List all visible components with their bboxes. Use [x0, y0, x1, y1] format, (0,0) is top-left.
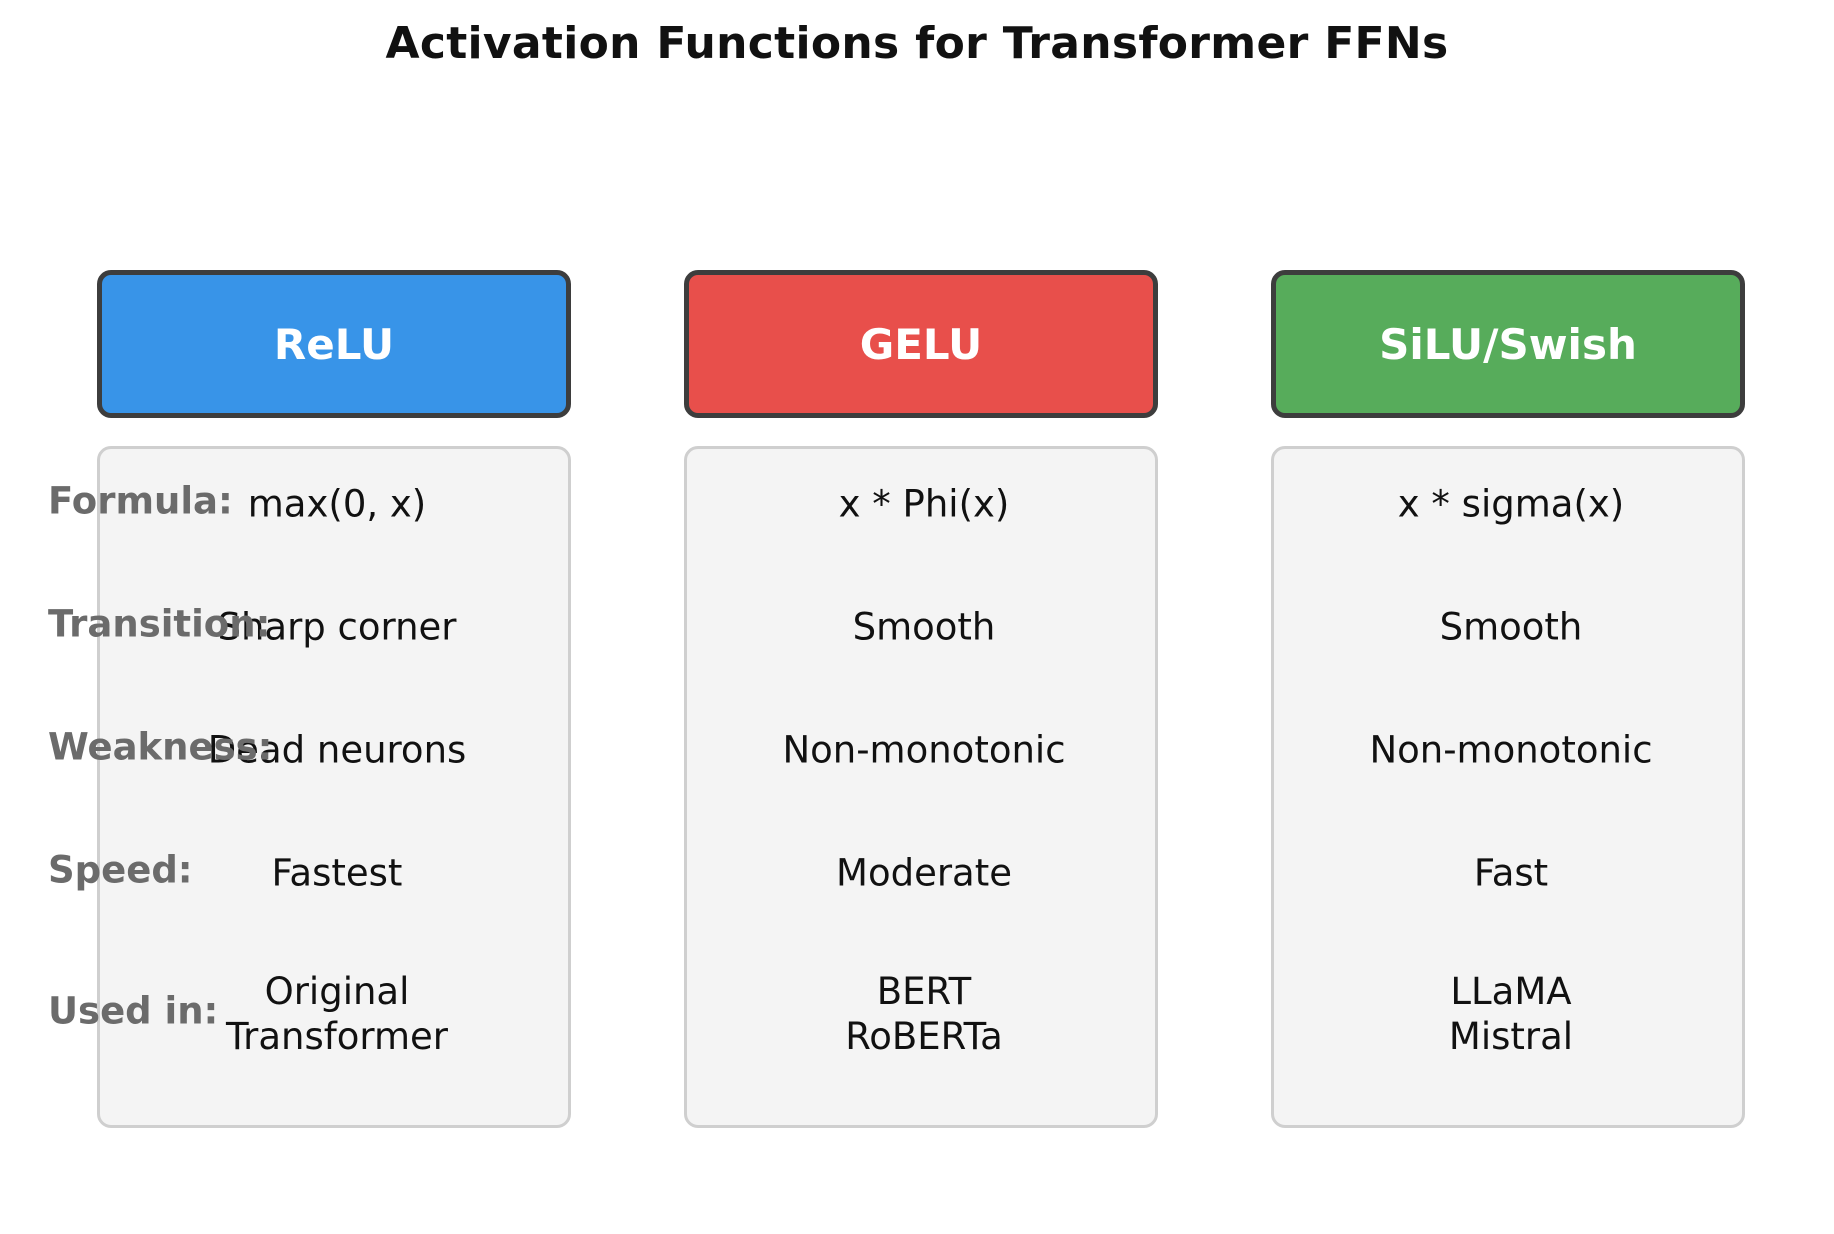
gelu-speed: Moderate: [836, 851, 1012, 895]
relu-transition: Sharp corner: [217, 605, 457, 649]
gelu-transition: Smooth: [852, 605, 996, 649]
relu-details-panel: max(0, x) Sharp corner Dead neurons Fast…: [97, 446, 571, 1128]
silu-swish-header: SiLU/Swish: [1271, 270, 1745, 418]
row-label-used-in: Used in:: [48, 989, 219, 1033]
relu-header: ReLU: [97, 270, 571, 418]
gelu-weakness: Non-monotonic: [782, 728, 1066, 772]
silu-swish-used-in: LLaMA Mistral: [1274, 969, 1748, 1059]
relu-formula: max(0, x): [247, 482, 427, 526]
relu-used-in-line-1: Original: [264, 970, 410, 1013]
row-label-formula: Formula:: [48, 479, 233, 523]
silu-swish-speed: Fast: [1473, 851, 1549, 895]
relu-header-label: ReLU: [273, 319, 395, 369]
gelu-header: GELU: [684, 270, 1158, 418]
relu-used-in: Original Transformer: [100, 969, 574, 1059]
silu-swish-formula: x * sigma(x): [1397, 482, 1625, 526]
row-label-transition: Transition:: [48, 602, 271, 646]
silu-swish-used-in-line-2: Mistral: [1448, 1015, 1574, 1058]
relu-used-in-line-2: Transformer: [225, 1015, 449, 1058]
gelu-details-panel: x * Phi(x) Smooth Non-monotonic Moderate…: [684, 446, 1158, 1128]
silu-swish-header-label: SiLU/Swish: [1379, 319, 1637, 369]
gelu-used-in: BERT RoBERTa: [687, 969, 1161, 1059]
gelu-header-label: GELU: [859, 319, 983, 369]
silu-swish-transition: Smooth: [1439, 605, 1583, 649]
relu-weakness: Dead neurons: [207, 728, 467, 772]
gelu-formula: x * Phi(x): [838, 482, 1010, 526]
silu-swish-details-panel: x * sigma(x) Smooth Non-monotonic Fast L…: [1271, 446, 1745, 1128]
diagram-title: Activation Functions for Transformer FFN…: [385, 18, 1449, 69]
silu-swish-weakness: Non-monotonic: [1369, 728, 1653, 772]
silu-swish-used-in-line-1: LLaMA: [1450, 970, 1572, 1013]
row-label-weakness: Weakness:: [48, 725, 273, 769]
gelu-used-in-line-2: RoBERTa: [845, 1015, 1003, 1058]
row-label-speed: Speed:: [48, 848, 193, 892]
relu-speed: Fastest: [271, 851, 403, 895]
gelu-used-in-line-1: BERT: [876, 970, 972, 1013]
